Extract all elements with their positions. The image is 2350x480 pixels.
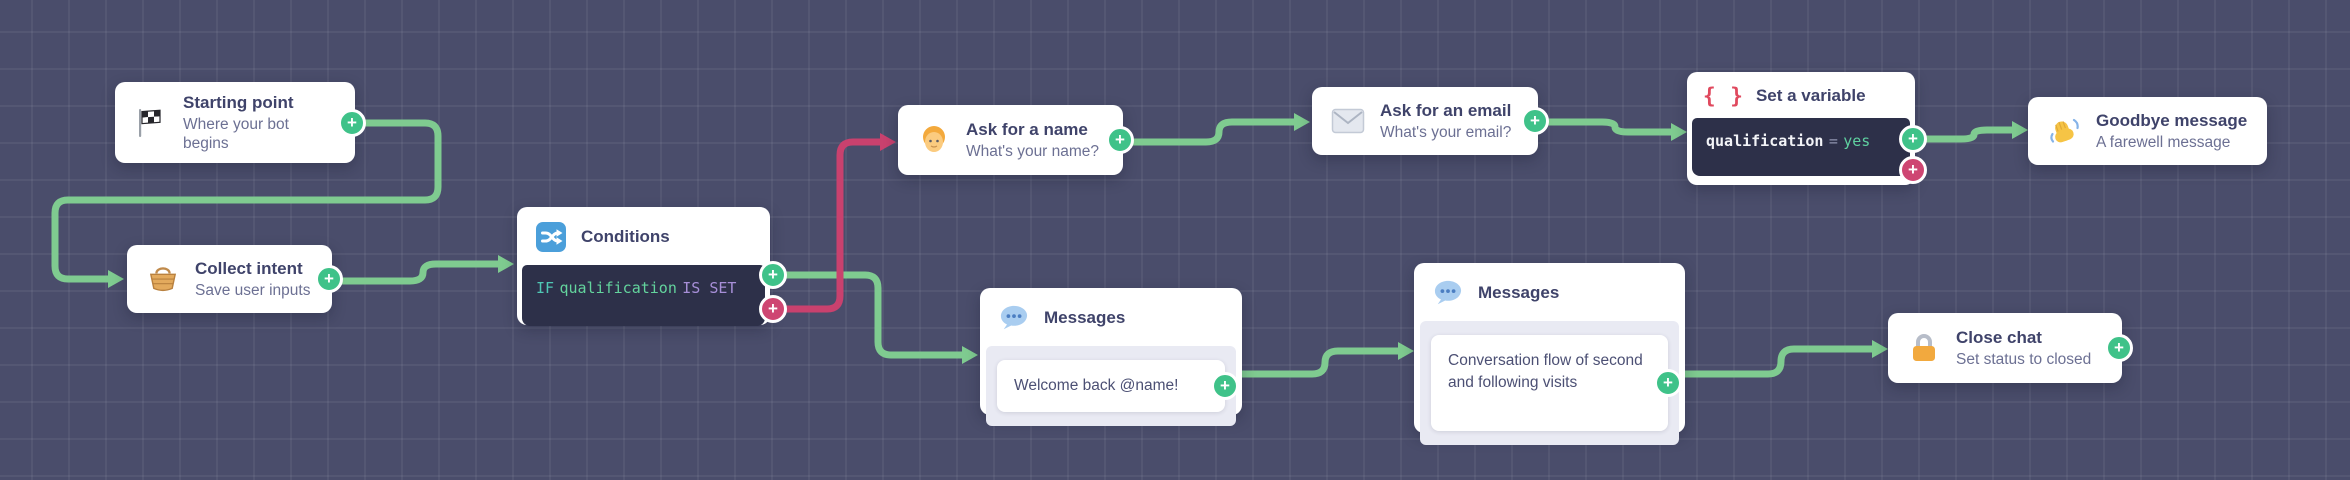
node-close-chat[interactable]: Close chat Set status to closed + [1888, 313, 2133, 383]
node-ask-for-an-email[interactable]: Ask for an email What's your email? + [1312, 87, 1549, 155]
node-subtitle: Set status to closed [1956, 350, 2092, 368]
message-text: Conversation flow of second and followin… [1448, 352, 1643, 392]
connector-arrowhead [880, 133, 896, 151]
conditions-false-add-button[interactable]: + [759, 295, 787, 323]
ask-email-add-button[interactable]: + [1521, 107, 1549, 135]
variable-name: qualification [1706, 132, 1824, 150]
node-starting-point[interactable]: Starting point Where your bot begins + [115, 82, 366, 163]
connector-conditions-green-to-messages-1 [769, 271, 966, 359]
node-subtitle: A farewell message [2096, 133, 2231, 151]
node-title: Set a variable [1755, 86, 1866, 106]
braces-icon: { } [1703, 84, 1744, 108]
node-collect-intent[interactable]: Collect intent Save user inputs + [127, 245, 343, 313]
node-subtitle: Where your bot begins [183, 115, 289, 153]
condition-keyword: IF [536, 279, 555, 297]
set-variable-add-button[interactable]: + [1899, 125, 1927, 153]
connector-starting-point-to-collect-intent [51, 119, 442, 283]
message-text: Welcome back @name! [1014, 377, 1179, 394]
node-messages-welcome-back[interactable]: Messages Welcome back @name! + [980, 288, 1242, 427]
conditions-true-add-button[interactable]: + [759, 261, 787, 289]
message-item[interactable]: Conversation flow of second and followin… [1431, 335, 1682, 431]
envelope-icon [1330, 103, 1366, 139]
connector-messages-1-to-messages-2 [1232, 347, 1402, 378]
node-title: Starting point [183, 92, 294, 112]
messages-list: Welcome back @name! + [986, 346, 1239, 427]
connector-arrowhead [108, 270, 124, 288]
close-chat-add-button[interactable]: + [2105, 334, 2133, 362]
node-goodbye-message[interactable]: Goodbye message A farewell message [2028, 97, 2267, 165]
set-variable-remove-button[interactable]: + [1899, 156, 1927, 184]
person-icon [916, 122, 952, 158]
connector-ask-name-to-ask-email [1118, 118, 1298, 146]
node-subtitle: What's your email? [1380, 123, 1512, 141]
connector-ask-email-to-set-variable [1534, 118, 1675, 136]
variable-value: yes [1843, 132, 1871, 150]
node-title: Conditions [581, 227, 670, 247]
node-title: Messages [1044, 308, 1126, 328]
node-title: Goodbye message [2096, 110, 2248, 130]
message-add-button[interactable]: + [1211, 372, 1239, 401]
connector-arrowhead [1294, 113, 1310, 131]
waving-hand-icon [2046, 113, 2082, 149]
speech-bubble-icon [1430, 275, 1466, 311]
connector-arrowhead [962, 346, 978, 364]
node-ask-for-a-name[interactable]: Ask for a name What's your name? + [898, 105, 1134, 175]
connector-arrowhead [2012, 121, 2028, 139]
shuffle-icon [533, 219, 569, 255]
node-set-a-variable[interactable]: { } Set a variable qualification= yes + + [1687, 72, 1927, 185]
lock-icon [1906, 330, 1942, 366]
connector-arrowhead [1872, 340, 1888, 358]
node-messages-second-visits[interactable]: Messages Conversation flow of second and… [1414, 263, 1685, 445]
connector-arrowhead [1398, 342, 1414, 360]
checkered-flag-icon [133, 105, 169, 141]
variable-assignment[interactable]: qualification= yes [1692, 118, 1910, 176]
ask-name-add-button[interactable]: + [1106, 126, 1134, 154]
node-subtitle: What's your name? [966, 142, 1100, 160]
message-item[interactable]: Welcome back @name! + [997, 360, 1239, 413]
condition-variable: qualification [559, 279, 677, 297]
starting-point-add-button[interactable]: + [338, 108, 366, 137]
node-title: Close chat [1956, 327, 2042, 347]
messages-list: Conversation flow of second and followin… [1420, 321, 1682, 445]
node-title: Collect intent [195, 258, 303, 278]
basket-icon [145, 261, 181, 297]
speech-bubble-icon [996, 300, 1032, 336]
collect-intent-add-button[interactable]: + [315, 265, 343, 293]
connector-collect-intent-to-conditions [327, 260, 502, 285]
connector-set-variable-to-goodbye [1912, 126, 2016, 143]
node-subtitle: Save user inputs [195, 281, 311, 299]
connector-conditions-pink-to-ask-name [769, 138, 884, 313]
node-title: Ask for a name [966, 119, 1088, 139]
connector-arrowhead [1671, 123, 1687, 141]
connector-messages-2-to-close-chat [1662, 345, 1876, 378]
node-title: Messages [1478, 283, 1560, 303]
connector-arrowhead [498, 255, 514, 273]
message-add-button[interactable]: + [1654, 369, 1682, 397]
condition-operator: IS SET [682, 279, 737, 297]
node-title: Ask for an email [1380, 100, 1512, 120]
equals-sign: = [1828, 132, 1838, 150]
